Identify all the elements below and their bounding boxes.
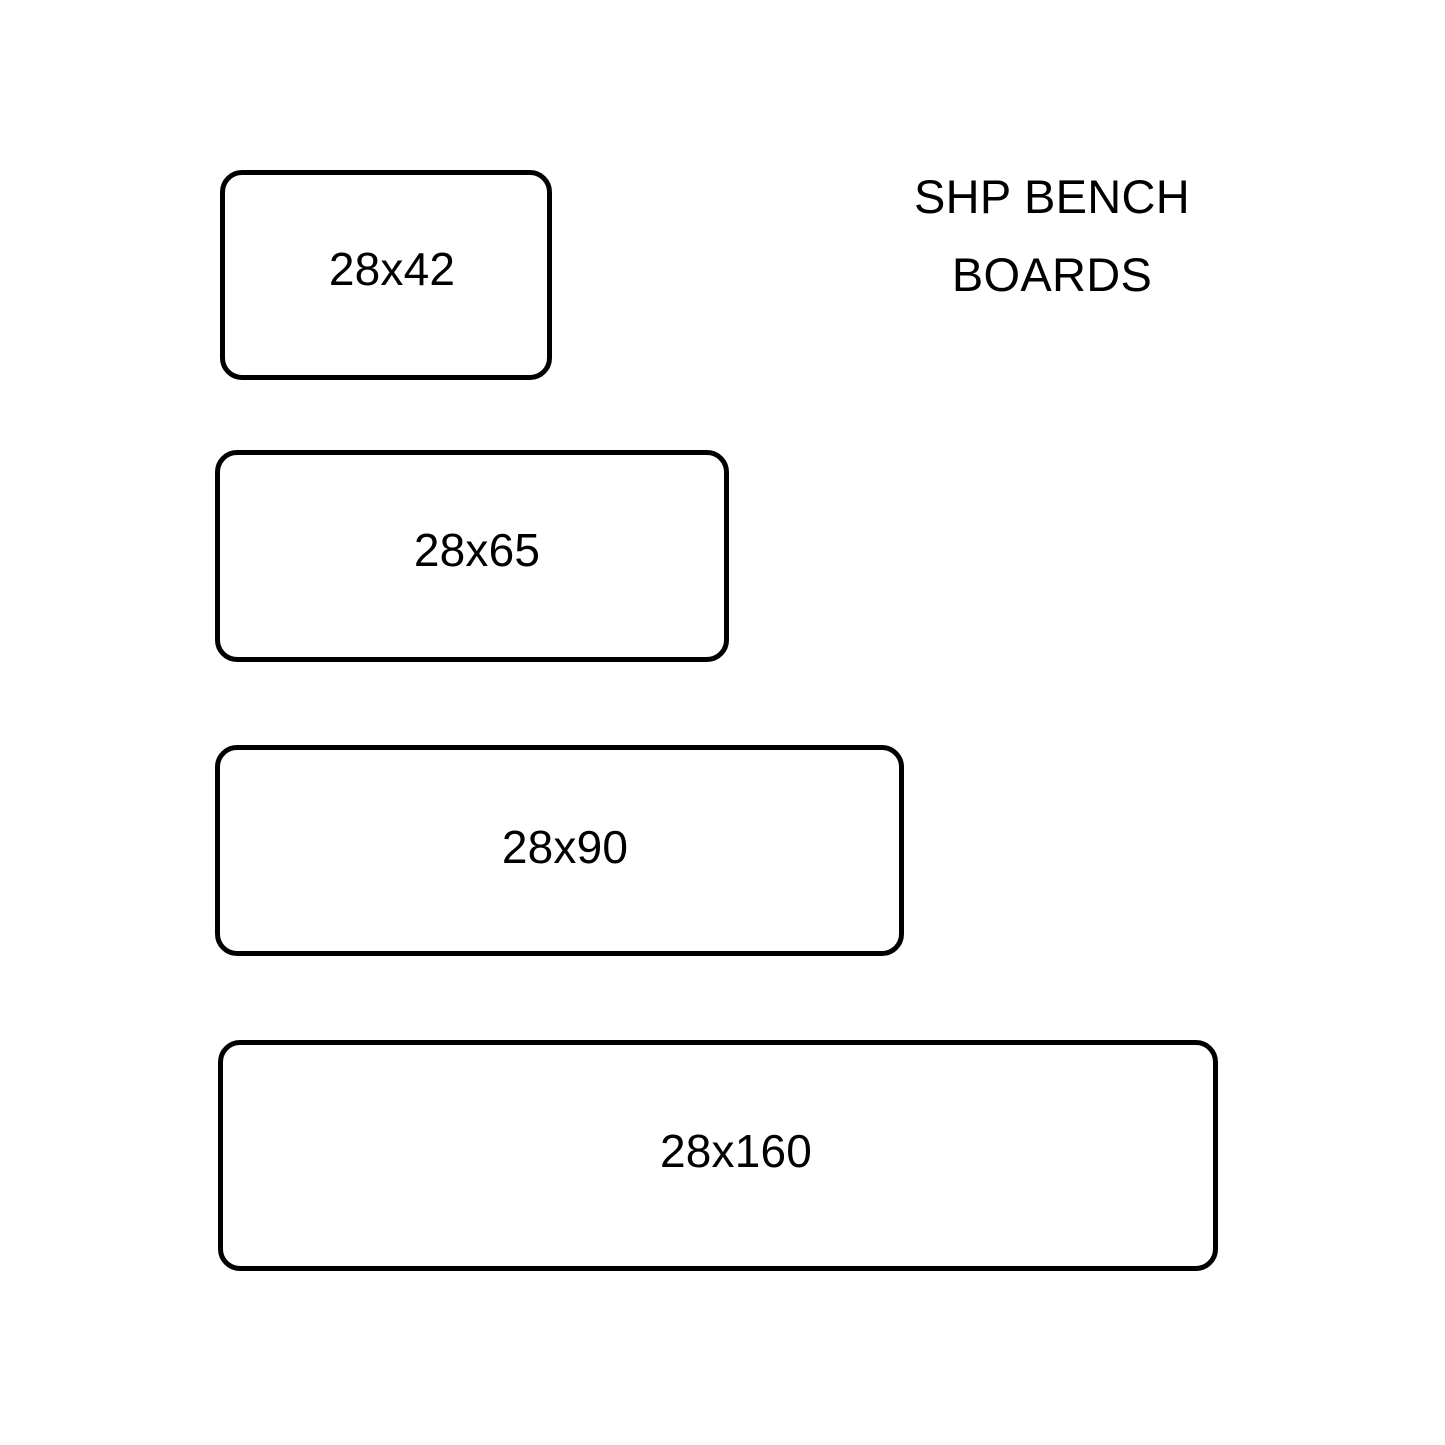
board-rect-28x42	[220, 170, 552, 380]
board-rect-28x65	[215, 450, 729, 662]
board-label-28x160: 28x160	[659, 1125, 813, 1177]
title-line-1: SHP BENCH	[913, 170, 1191, 223]
board-rect-28x90	[215, 745, 904, 956]
board-label-28x90: 28x90	[501, 821, 629, 873]
board-label-28x42: 28x42	[328, 243, 456, 295]
title-line-2: BOARDS	[951, 248, 1153, 301]
board-label-28x65: 28x65	[413, 524, 541, 576]
board-rect-28x160	[218, 1040, 1218, 1271]
diagram-title: SHP BENCH BOARDS	[852, 158, 1252, 314]
